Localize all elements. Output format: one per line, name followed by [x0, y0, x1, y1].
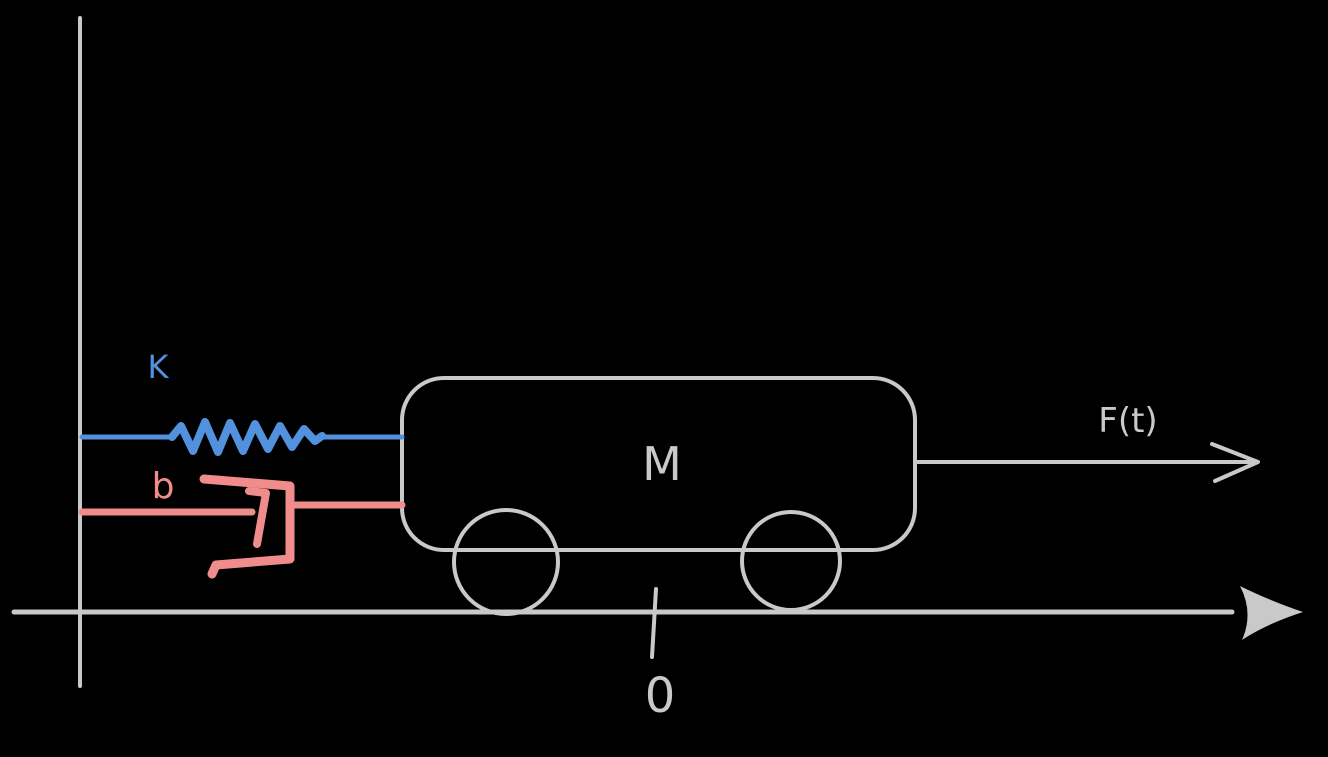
- damper-label: b: [152, 466, 175, 507]
- axes-group: 0: [11, 16, 1303, 724]
- wheel-left: [452, 508, 560, 616]
- mass-body: [400, 376, 917, 552]
- damper-piston: [245, 487, 270, 548]
- force-arrow-head-icon: [1210, 442, 1260, 483]
- ground-arrow-head-icon: [1240, 586, 1303, 640]
- origin-label: 0: [645, 668, 676, 724]
- mass-label: M: [642, 437, 682, 491]
- force-label: F(t): [1098, 401, 1157, 441]
- spring-coil: [168, 418, 326, 456]
- mass-group: M: [400, 376, 917, 616]
- wheel-right: [740, 510, 842, 612]
- damper-group: b: [78, 466, 406, 579]
- origin-tick: [650, 587, 658, 659]
- spring-group: K: [79, 348, 405, 456]
- force-group: F(t): [914, 401, 1260, 483]
- spring-label: K: [148, 348, 170, 386]
- damper-cylinder: [199, 474, 295, 579]
